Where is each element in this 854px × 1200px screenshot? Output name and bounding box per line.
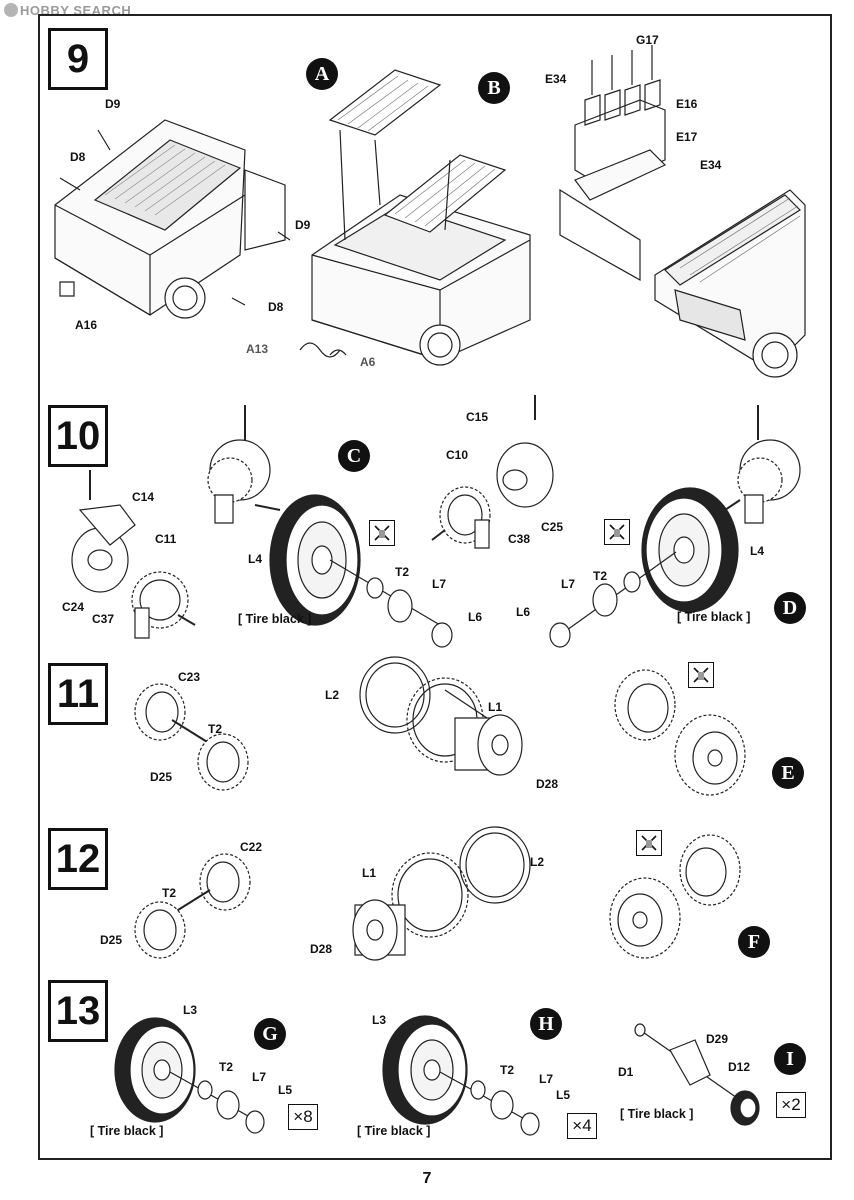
step-number-box: 13: [48, 980, 108, 1042]
marker-h: H: [530, 1008, 562, 1040]
road-wheel-d: [550, 488, 738, 647]
part-label: G17: [636, 33, 659, 47]
page-number: 7: [422, 1170, 432, 1187]
step-number-box: 9: [48, 28, 108, 90]
hull-drawing-3: [560, 45, 805, 377]
road-wheel-c: [270, 495, 452, 647]
part-label: C14: [132, 490, 155, 504]
watermark-logo-icon: [4, 3, 18, 17]
marker-c: C: [338, 440, 370, 472]
wheel-pair-f: [610, 835, 740, 958]
part-label: D9: [105, 97, 121, 111]
part-label: D29: [706, 1032, 729, 1046]
step-number-box: 11: [48, 663, 108, 725]
hull-drawing-2: [300, 70, 530, 365]
part-label: A6: [360, 355, 376, 369]
step-number-box: 10: [48, 405, 108, 467]
part-label: C22: [240, 840, 263, 854]
part-label: T2: [208, 722, 223, 736]
part-label: E16: [676, 97, 698, 111]
part-label: L5: [278, 1083, 293, 1097]
marker-i: I: [774, 1043, 806, 1075]
part-label: T2: [219, 1060, 234, 1074]
tire-black-note: [ Tire black ]: [357, 1124, 431, 1138]
part-label: L4: [248, 552, 263, 566]
part-label: L4: [750, 544, 765, 558]
part-label: T2: [162, 886, 177, 900]
part-label: C24: [62, 600, 85, 614]
part-label: D28: [536, 777, 559, 791]
part-label: E34: [700, 158, 722, 172]
part-label: D9: [295, 218, 311, 232]
part-label: L5: [556, 1088, 571, 1102]
part-label: L6: [516, 605, 531, 619]
tire-black-note: [ Tire black ]: [238, 612, 312, 626]
part-label: L1: [362, 866, 377, 880]
part-label: E17: [676, 130, 698, 144]
marker-e: E: [772, 757, 804, 789]
part-label: C10: [446, 448, 469, 462]
part-label: A13: [246, 342, 269, 356]
marker-a: A: [306, 58, 338, 90]
return-roller-i: [635, 1024, 759, 1125]
part-label: L7: [539, 1072, 554, 1086]
part-label: L7: [252, 1070, 267, 1084]
part-label: D25: [100, 933, 123, 947]
quantity-box: ×8: [288, 1104, 318, 1130]
road-wheel-g: [115, 1018, 264, 1133]
part-label: C11: [155, 532, 177, 546]
part-label: L7: [561, 577, 576, 591]
suspension-arm-2: [208, 405, 280, 523]
idler-assembly-12: [135, 854, 250, 958]
marker-g: G: [254, 1018, 286, 1050]
part-label: A16: [75, 318, 98, 332]
part-label: L2: [325, 688, 340, 702]
part-label: T2: [593, 569, 608, 583]
no-glue-icon: [636, 830, 662, 856]
page-frame: [38, 14, 832, 1160]
no-glue-icon: [604, 519, 630, 545]
part-label: D8: [70, 150, 86, 164]
no-glue-icon: [688, 662, 714, 688]
tire-black-note: [ Tire black ]: [677, 610, 751, 624]
part-label: D12: [728, 1060, 751, 1074]
part-label: C15: [466, 410, 489, 424]
part-label: L6: [468, 610, 483, 624]
wheel-pair-e: [615, 670, 745, 795]
suspension-arm-1: [72, 470, 195, 638]
part-label: C38: [508, 532, 531, 546]
part-label: C23: [178, 670, 201, 684]
part-label: E34: [545, 72, 567, 86]
marker-f: F: [738, 926, 770, 958]
tire-black-note: [ Tire black ]: [90, 1124, 164, 1138]
quantity-box: ×4: [567, 1113, 597, 1139]
part-label: L3: [372, 1013, 387, 1027]
sprocket-assembly-11: [360, 657, 522, 775]
suspension-arm-4: [725, 405, 800, 523]
sprocket-assembly-12: [353, 827, 530, 960]
tire-black-note: [ Tire black ]: [620, 1107, 694, 1121]
marker-b: B: [478, 72, 510, 104]
marker-d: D: [774, 592, 806, 624]
road-wheel-h: [383, 1016, 539, 1135]
part-label: L3: [183, 1003, 198, 1017]
part-label: T2: [395, 565, 410, 579]
idler-assembly-11: [135, 684, 248, 790]
part-label: T2: [500, 1063, 515, 1077]
step-number-box: 12: [48, 828, 108, 890]
hull-drawing-1: [55, 120, 290, 318]
part-label: D1: [618, 1065, 634, 1079]
quantity-box: ×2: [776, 1092, 806, 1118]
part-label: L2: [530, 855, 545, 869]
part-label: L7: [432, 577, 447, 591]
part-label: D8: [268, 300, 284, 314]
part-label: L1: [488, 700, 503, 714]
part-label: C37: [92, 612, 115, 626]
part-label: C25: [541, 520, 564, 534]
no-glue-icon: [369, 520, 395, 546]
suspension-arm-3: [432, 395, 553, 548]
part-label: D25: [150, 770, 173, 784]
part-label: D28: [310, 942, 333, 956]
